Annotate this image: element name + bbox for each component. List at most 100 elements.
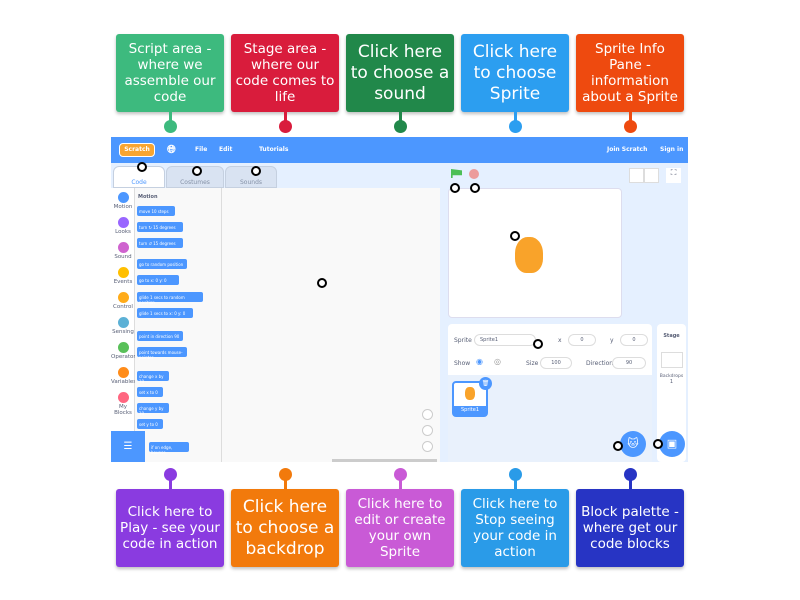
sprite-thumbnail[interactable]: Sprite1: [452, 381, 488, 417]
marker-code-tab: [137, 162, 147, 172]
pin-stem: [514, 478, 517, 489]
category-dot-icon: [117, 242, 129, 253]
marker-stage: [510, 231, 520, 241]
join-scratch-link[interactable]: Join Scratch: [607, 146, 648, 153]
block-palette[interactable]: Motion move 10 steps turn ↻ 15 degrees tur…: [135, 188, 222, 462]
code-block[interactable]: if on edge, bounce: [149, 442, 189, 455]
marker-sounds-tab: [251, 166, 261, 176]
code-block[interactable]: point in direction 90: [137, 331, 183, 341]
label-choose-sprite: Click here to choose Sprite: [461, 34, 569, 112]
direction-field[interactable]: 90: [612, 357, 646, 369]
code-block[interactable]: turn ↻ 15 degrees: [137, 222, 183, 232]
pin: [164, 468, 177, 481]
show-visible-icon[interactable]: ◉: [476, 357, 483, 366]
normal-stage-button[interactable]: [644, 168, 659, 183]
pin-stem: [284, 478, 287, 489]
scratch-screenshot: Scratch 🌐︎ File Edit Tutorials Join Scra…: [111, 137, 688, 462]
code-block[interactable]: go to x: 0 y: 0: [137, 275, 179, 285]
horizontal-scrollbar[interactable]: [332, 459, 437, 462]
menu-file[interactable]: File: [195, 146, 208, 153]
category-operators[interactable]: Operators: [111, 342, 139, 360]
code-block[interactable]: change x by 10: [137, 371, 169, 384]
category-label: Sensing: [112, 329, 134, 335]
category-dot-icon: [117, 267, 129, 278]
marker-costumes-tab: [192, 166, 202, 176]
stage-thumbnail[interactable]: [660, 352, 683, 368]
code-block[interactable]: set y to 0: [137, 419, 163, 429]
category-control[interactable]: Control: [111, 292, 135, 310]
code-block[interactable]: change y by 10: [137, 403, 169, 416]
category-sound[interactable]: Sound: [111, 242, 135, 260]
category-dot-icon: [117, 317, 129, 328]
code-block[interactable]: turn ↺ 15 degrees: [137, 238, 183, 248]
direction-label: Direction: [586, 360, 614, 367]
pin: [394, 468, 407, 481]
category-variables[interactable]: Variables: [111, 367, 137, 385]
category-my-blocks[interactable]: My Blocks: [111, 392, 135, 416]
x-label: x: [558, 337, 562, 344]
pin: [624, 468, 637, 481]
category-dot-icon: [117, 217, 129, 228]
pin-stem: [399, 478, 402, 489]
code-block[interactable]: point towards mouse-pointer: [137, 347, 187, 360]
zoom-out-icon[interactable]: [422, 425, 433, 436]
category-label: Variables: [111, 379, 137, 385]
stop-icon[interactable]: [469, 169, 479, 179]
stage[interactable]: [448, 188, 622, 318]
category-looks[interactable]: Looks: [111, 217, 135, 235]
label-choose-backdrop: Click here to choose a backdrop: [231, 489, 339, 567]
palette-heading: Motion: [138, 194, 158, 200]
size-field[interactable]: 100: [540, 357, 572, 369]
category-label: Operators: [111, 354, 139, 360]
extension-button[interactable]: ☰: [111, 431, 145, 462]
size-label: Size: [526, 360, 539, 367]
tab-sounds[interactable]: Sounds: [225, 166, 277, 188]
hide-icon[interactable]: ◎: [494, 357, 501, 366]
sprite-name-field[interactable]: Sprite1: [474, 334, 536, 346]
cat-thumb-icon: [465, 387, 475, 400]
menu-edit[interactable]: Edit: [219, 146, 233, 153]
code-block[interactable]: set x to 0: [137, 387, 163, 397]
pin: [279, 120, 292, 133]
marker-stop: [470, 183, 480, 193]
pin: [394, 120, 407, 133]
category-label: Control: [113, 304, 133, 310]
small-stage-button[interactable]: [629, 168, 644, 183]
backdrops-count: 1: [669, 379, 674, 385]
green-flag-icon[interactable]: [451, 169, 462, 178]
sprite-info-pane: Sprite Sprite1 x 0 y 0 Show ◉ ◎ Size 100…: [448, 324, 652, 375]
scratch-logo[interactable]: Scratch: [119, 143, 155, 157]
x-field[interactable]: 0: [568, 334, 596, 346]
category-label: My Blocks: [114, 404, 132, 416]
fullscreen-button[interactable]: ⛶: [666, 168, 681, 183]
cat-sprite-icon[interactable]: [515, 237, 543, 273]
code-block[interactable]: glide 1 secs to random position: [137, 292, 203, 305]
label-choose-sound: Click here to choose a sound: [346, 34, 454, 112]
pin-stem: [399, 112, 402, 123]
show-label: Show: [454, 360, 471, 367]
menu-tutorials[interactable]: Tutorials: [259, 146, 289, 153]
pin-stem: [284, 112, 287, 123]
code-block[interactable]: move 10 steps: [137, 206, 175, 216]
sign-in-link[interactable]: Sign in: [660, 146, 684, 153]
code-block[interactable]: glide 1 secs to x: 0 y: 0: [137, 308, 193, 318]
label-sprite-info: Sprite Info Pane - information about a S…: [576, 34, 684, 112]
zoom-reset-icon[interactable]: [422, 441, 433, 452]
category-events[interactable]: Events: [111, 267, 135, 285]
label-edit-sprite: Click here to edit or create your own Sp…: [346, 489, 454, 567]
category-label: Sound: [114, 254, 132, 260]
choose-backdrop-button[interactable]: ▣: [659, 431, 685, 457]
category-label: Looks: [115, 229, 131, 235]
globe-icon[interactable]: 🌐︎: [167, 143, 176, 156]
code-block[interactable]: go to random position: [137, 259, 187, 269]
y-field[interactable]: 0: [620, 334, 648, 346]
label-stage-area: Stage area - where our code comes to lif…: [231, 34, 339, 112]
category-sensing[interactable]: Sensing: [111, 317, 135, 335]
choose-sprite-button[interactable]: 🐱︎: [620, 431, 646, 457]
pin: [509, 120, 522, 133]
zoom-in-icon[interactable]: [422, 409, 433, 420]
script-area[interactable]: [222, 188, 440, 462]
delete-sprite-icon[interactable]: 🗑︎: [479, 377, 492, 390]
category-motion[interactable]: Motion: [111, 192, 135, 210]
